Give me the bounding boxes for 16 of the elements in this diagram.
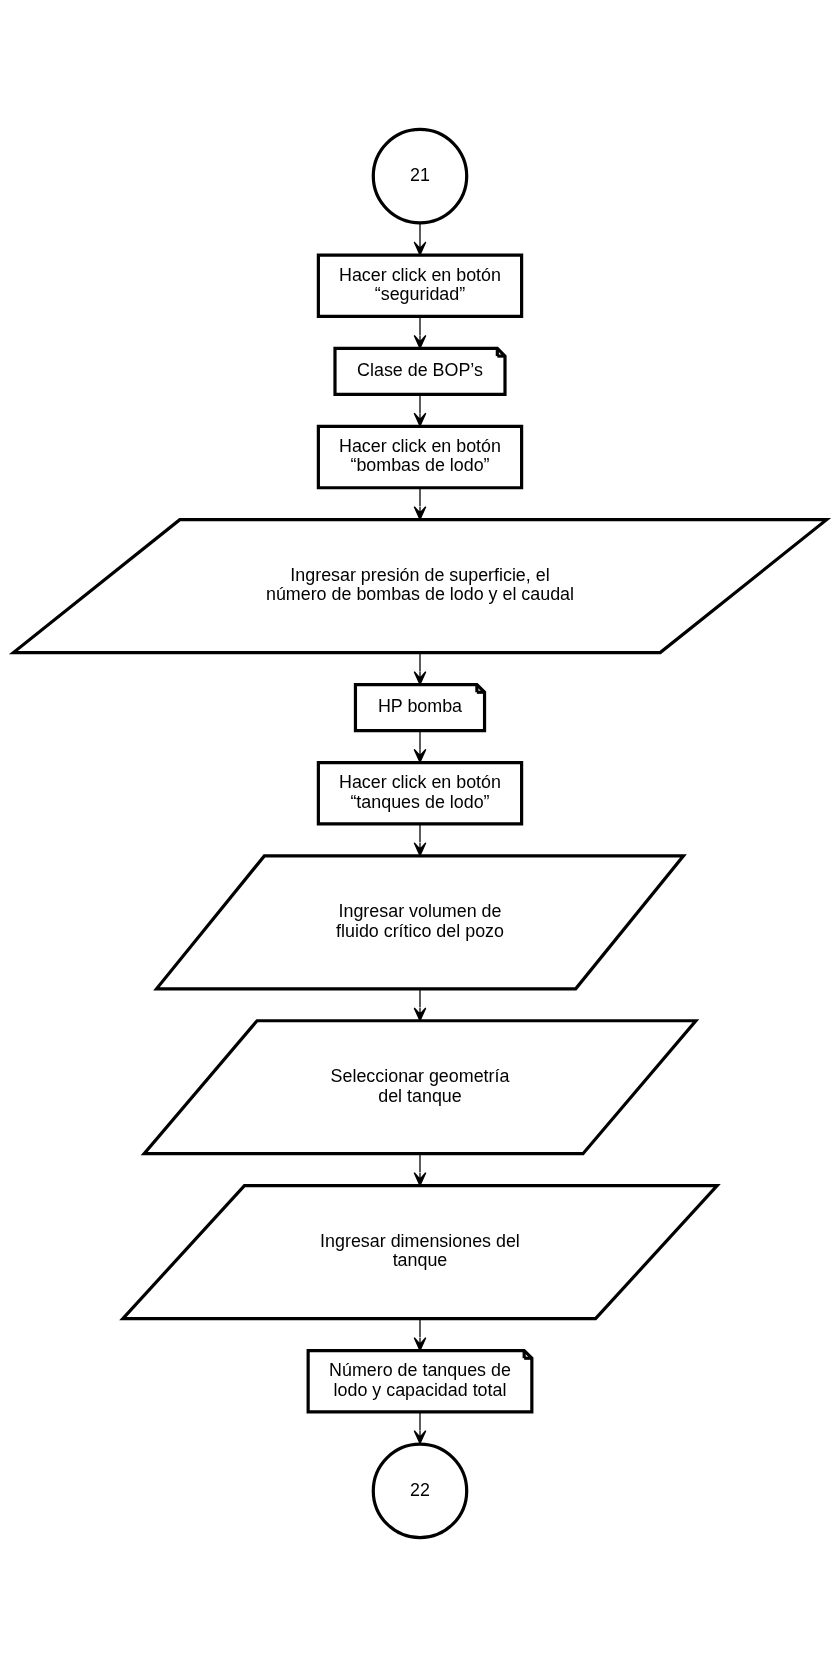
node-box: Hacer click en botón “seguridad” xyxy=(316,253,524,319)
arrow xyxy=(413,1318,427,1352)
arrow xyxy=(413,222,427,256)
arrow xyxy=(413,988,427,1022)
arrow xyxy=(413,1411,427,1445)
arrow xyxy=(413,393,427,427)
node-box: Hacer click en botón “tanques de lodo” xyxy=(316,760,524,826)
node-circle: 22 xyxy=(371,1442,469,1540)
arrow xyxy=(413,730,427,763)
arrow xyxy=(413,823,427,857)
node-box: Hacer click en botón “bombas de lodo” xyxy=(316,424,524,490)
node-circle: 21 xyxy=(371,127,469,225)
arrow xyxy=(413,487,427,521)
arrow xyxy=(413,652,427,686)
arrow xyxy=(413,1153,427,1187)
arrow xyxy=(413,315,427,349)
